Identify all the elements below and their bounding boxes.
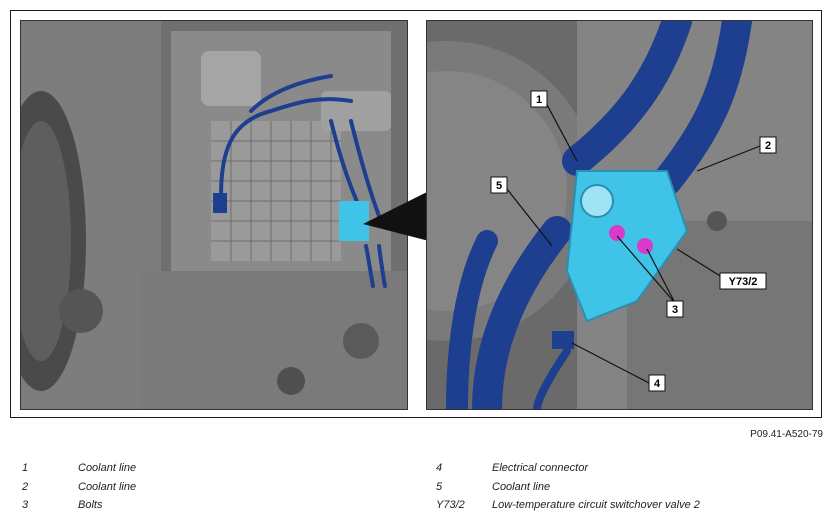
legend-text: Low-temperature circuit switchover valve… — [492, 499, 700, 511]
callout-4-box — [648, 374, 666, 392]
callout-5: 5 — [496, 180, 502, 192]
legend-number: Y73/2 — [436, 499, 465, 511]
legend-number: 1 — [22, 462, 29, 474]
connector-shape — [552, 331, 574, 349]
legend-number: 2 — [22, 481, 29, 493]
detail-illustration: 1 2 5 Y73/2 3 4 — [427, 21, 812, 409]
legend-text: Coolant line — [78, 481, 137, 493]
callout-y73-box — [719, 272, 767, 290]
overview-view — [20, 20, 408, 410]
detail-hoses — [446, 21, 752, 409]
illustration-frame: 1 2 5 Y73/2 3 4 — [10, 10, 822, 418]
leader-lines — [506, 100, 761, 384]
bolt-2-shape — [637, 238, 653, 254]
overview-valve-highlight — [339, 201, 369, 241]
alternator-shape — [201, 51, 261, 106]
legend-number: 5 — [436, 481, 443, 493]
callout-2-box — [759, 136, 777, 154]
callout-3: 3 — [672, 304, 678, 316]
magnify-wedge — [363, 191, 429, 241]
callout-2: 2 — [765, 140, 771, 152]
overview-hoses — [219, 74, 387, 288]
callout-y73: Y73/2 — [729, 276, 758, 288]
legend: 1 Coolant line 2 Coolant line 3 Bolts 4 … — [0, 458, 833, 523]
callout-5-box — [490, 176, 508, 194]
legend-text: Coolant line — [492, 481, 551, 493]
callout-4: 4 — [654, 378, 661, 390]
figure-reference: P09.41-A520-79 — [750, 429, 823, 440]
legend-text: Bolts — [78, 499, 103, 511]
bolt-1-shape — [609, 225, 625, 241]
legend-text: Electrical connector — [492, 462, 588, 474]
legend-text: Coolant line — [78, 462, 137, 474]
legend-number: 3 — [22, 499, 29, 511]
callout-3-box — [666, 300, 684, 318]
callout-1-box — [530, 90, 548, 108]
callout-1: 1 — [536, 94, 542, 106]
legend-number: 4 — [436, 462, 443, 474]
overview-illustration — [21, 21, 407, 409]
detail-view: 1 2 5 Y73/2 3 4 — [426, 20, 813, 410]
